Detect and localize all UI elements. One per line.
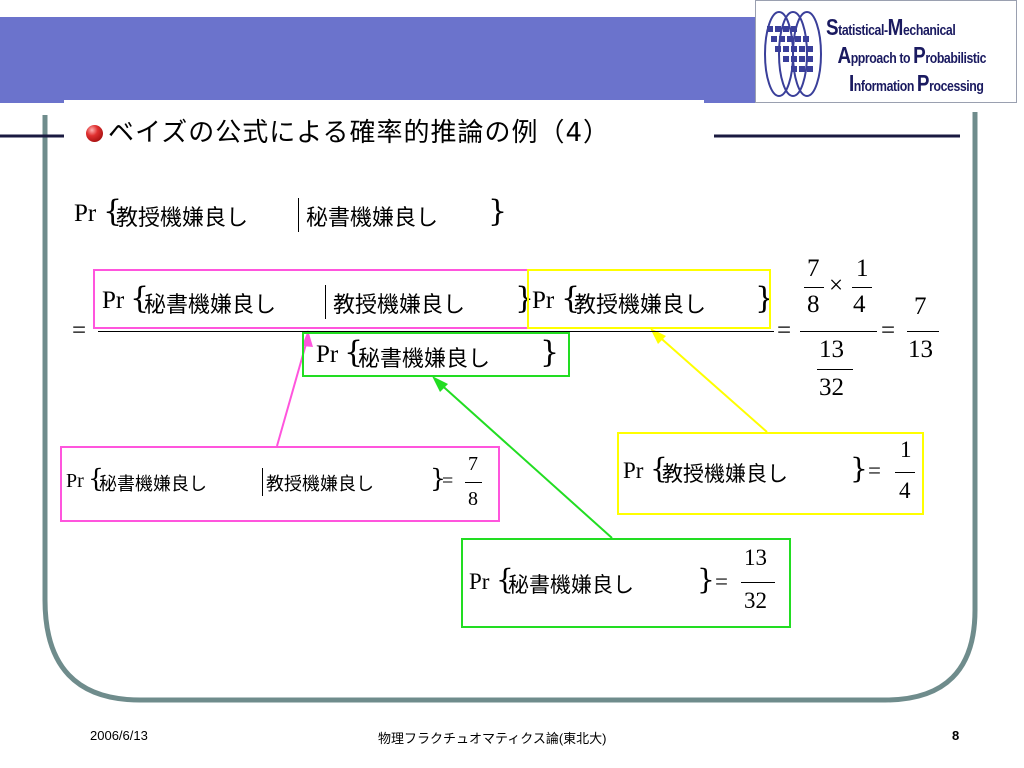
pr-label: Pr — [623, 458, 644, 483]
fraction-bar — [907, 331, 939, 332]
brace-close: } — [850, 452, 868, 485]
fraction-bar — [817, 369, 853, 370]
frac-numerator: 7 — [468, 453, 478, 475]
professor-good-text: 教授機嫌良し — [266, 474, 374, 495]
bullet-icon — [86, 125, 103, 142]
pr-label: Pr — [102, 287, 125, 314]
frac-denominator: 8 — [807, 291, 820, 318]
equals-sign: = — [777, 317, 792, 344]
frac-denominator: 4 — [899, 478, 911, 503]
brace-open: { — [561, 281, 581, 316]
yellow-arrow-head — [650, 328, 666, 344]
equals-sign: = — [442, 470, 454, 492]
brace-open: { — [344, 335, 364, 370]
brace-open: { — [130, 281, 150, 316]
conditional-bar — [262, 468, 263, 496]
yellow-arrow — [654, 332, 768, 433]
brace-open: { — [650, 452, 668, 485]
fraction-bar — [852, 287, 872, 288]
rounded-frame — [42, 112, 978, 703]
secretary-good-text: 秘書機嫌良し — [358, 347, 491, 372]
secretary-good-text: 秘書機嫌良し — [306, 206, 439, 231]
fraction-bar — [741, 582, 775, 583]
pr-label: Pr — [532, 287, 555, 314]
logo-text: Statistical-Mechanical Approach to Proba… — [826, 14, 987, 96]
conditional-bar — [325, 285, 326, 319]
equals-sign: = — [715, 569, 728, 594]
footer-title: 物理フラクチュオマティクス論(東北大) — [378, 731, 607, 746]
complex-fraction-bar — [800, 331, 877, 332]
brace-open: { — [103, 194, 123, 229]
equals-sign: = — [72, 317, 87, 344]
times-sign: × — [829, 272, 844, 299]
slide-title: ベイズの公式による確率的推論の例（4） — [108, 118, 610, 148]
brace-open: { — [88, 464, 104, 493]
brace-close: } — [697, 563, 715, 596]
logo-mark-icon — [764, 11, 822, 97]
brace-close: } — [488, 194, 508, 229]
frac-denominator: 13 — [908, 336, 933, 363]
pr-label: Pr — [469, 569, 490, 594]
frac-denominator: 32 — [819, 374, 844, 401]
secretary-good-text: 秘書機嫌良し — [144, 293, 277, 318]
equals-sign: = — [881, 317, 896, 344]
pink-annotation-box — [60, 446, 500, 522]
secretary-good-text: 秘書機嫌良し — [99, 474, 207, 495]
header-band — [0, 17, 975, 103]
frac-denominator: 4 — [853, 291, 866, 318]
main-fraction-bar — [98, 331, 774, 332]
fraction-bar — [895, 472, 915, 473]
pr-label: Pr — [66, 470, 84, 492]
brace-close: } — [515, 281, 535, 316]
pink-arrow-head — [302, 330, 313, 347]
yellow-highlight-box — [527, 269, 771, 329]
pr-label: Pr — [316, 341, 339, 368]
fraction-bar — [804, 287, 824, 288]
smapip-logo: Statistical-Mechanical Approach to Proba… — [755, 0, 1017, 103]
professor-good-text: 教授機嫌良し — [333, 293, 466, 318]
pink-highlight-box — [93, 269, 529, 329]
green-arrow-head — [432, 376, 448, 392]
secretary-good-text: 秘書機嫌良し — [508, 573, 634, 597]
frac-denominator: 8 — [468, 488, 478, 510]
professor-good-text: 教授機嫌良し — [116, 206, 249, 231]
footer-date: 2006/6/13 — [90, 728, 148, 743]
conditional-bar — [298, 198, 299, 232]
frac-numerator: 1 — [856, 255, 869, 282]
fraction-bar — [465, 482, 482, 483]
title-box — [64, 100, 704, 152]
brace-open: { — [496, 563, 514, 596]
yellow-annotation-box — [617, 432, 924, 515]
green-arrow — [436, 380, 613, 539]
green-highlight-box — [302, 332, 570, 377]
professor-good-text: 教授機嫌良し — [574, 293, 707, 318]
brace-close: } — [540, 335, 560, 370]
frac-numerator: 13 — [819, 336, 844, 363]
green-annotation-box — [461, 538, 791, 628]
brace-close: } — [430, 464, 446, 493]
frac-numerator: 13 — [744, 545, 767, 570]
pr-label: Pr — [74, 200, 97, 227]
page-number: 8 — [952, 728, 960, 743]
frac-numerator: 1 — [900, 437, 912, 462]
frac-numerator: 7 — [807, 255, 820, 282]
frac-denominator: 32 — [744, 588, 767, 613]
frac-numerator: 7 — [914, 293, 927, 320]
professor-good-text: 教授機嫌良し — [662, 462, 788, 486]
equals-sign: = — [868, 458, 881, 483]
